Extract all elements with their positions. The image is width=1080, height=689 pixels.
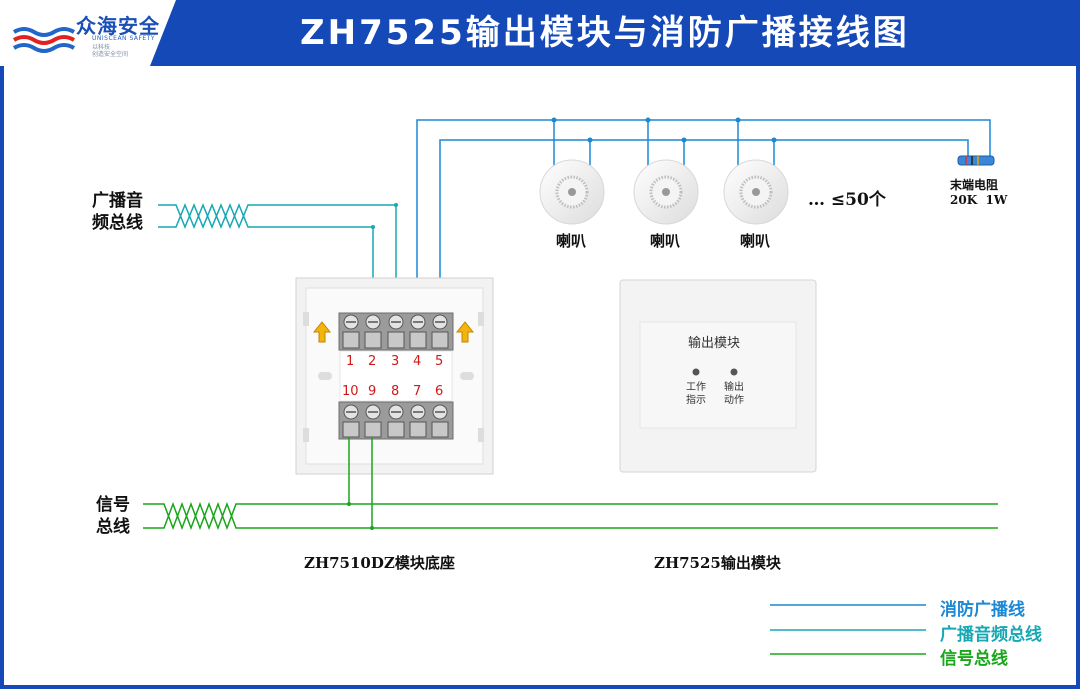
wave-logo-icon [12,27,76,53]
terminal-number: 6 [435,384,444,399]
terminal-number: 7 [413,384,422,399]
logo-english-name: UNISCEAN SAFETY [92,35,156,42]
signal-bus-label-line-1: 信号 [96,495,130,515]
broadcast-bus-label-line-1: 广播音 [92,191,143,211]
output-action-label-line-2: 动作 [724,395,744,406]
terminal-number: 10 [342,384,359,399]
end-resistor-label: 末端电阻 [950,178,999,192]
output-action-label: 输出 动作 [722,381,746,407]
speaker-icon [633,159,699,225]
legend-audio-bus: 广播音频总线 [940,625,1042,645]
terminal-number: 3 [391,354,400,369]
terminal-number: 1 [346,354,355,369]
signal-junction-dots [347,502,374,530]
terminal-number: 4 [413,354,422,369]
terminal-number: 9 [368,384,377,399]
speaker-icon [723,159,789,225]
output-action-label-line-1: 输出 [724,382,744,393]
module-caption: ZH7525输出模块 [654,554,781,572]
speaker-icon [539,159,605,225]
speaker-count-label: … ≤50个 [808,190,886,210]
terminal-number: 8 [391,384,400,399]
terminal-number: 2 [368,354,377,369]
module-base [295,277,494,475]
broadcast-bus-label-line-2: 频总线 [92,213,143,233]
broadcast-audio-bus [158,203,397,313]
logo-name: 众海安全 [76,14,160,38]
signal-bus [143,437,998,531]
header-background [0,0,1080,66]
output-module [619,279,817,473]
arrow-up-icon [455,321,475,343]
speaker-label: 喇叭 [650,232,681,250]
signal-bus-label: 信号 总线 [96,494,130,538]
speaker-label: 喇叭 [740,232,771,250]
logo-slogan-line-1: 以科技 [92,44,111,51]
work-indicator-label-line-2: 指示 [686,395,706,406]
end-resistor-value: 20K 1W [950,193,1008,207]
arrow-up-icon [312,321,332,343]
logo-slogan-line-2: 创造安全空间 [92,51,129,58]
output-action-led-icon [730,368,738,376]
legend-signal-bus: 信号总线 [940,649,1008,669]
work-indicator-label-line-1: 工作 [686,382,706,393]
header: 众海安全 UNISCEAN SAFETY 以科技 创造安全空间 ZH7525输出… [0,0,1080,66]
terminal-block-bottom [338,401,454,440]
module-panel-title: 输出模块 [688,336,741,351]
work-indicator-label: 工作 指示 [684,381,708,407]
legend-lines [770,604,926,655]
base-caption: ZH7510DZ模块底座 [304,554,455,572]
logo-slogan: 以科技 创造安全空间 [92,44,128,58]
legend-fire-broadcast-line: 消防广播线 [940,600,1025,620]
work-indicator-led-icon [692,368,700,376]
page-title: ZH7525输出模块与消防广播接线图 [300,13,910,53]
junction-dots [371,117,777,229]
end-resistor-icon [957,155,995,166]
terminal-number: 5 [435,354,444,369]
speaker-label: 喇叭 [556,232,587,250]
fire-broadcast-line [416,119,991,313]
terminal-block-top [338,312,454,351]
signal-bus-label-line-2: 总线 [96,517,130,537]
broadcast-bus-label: 广播音 频总线 [92,190,143,234]
